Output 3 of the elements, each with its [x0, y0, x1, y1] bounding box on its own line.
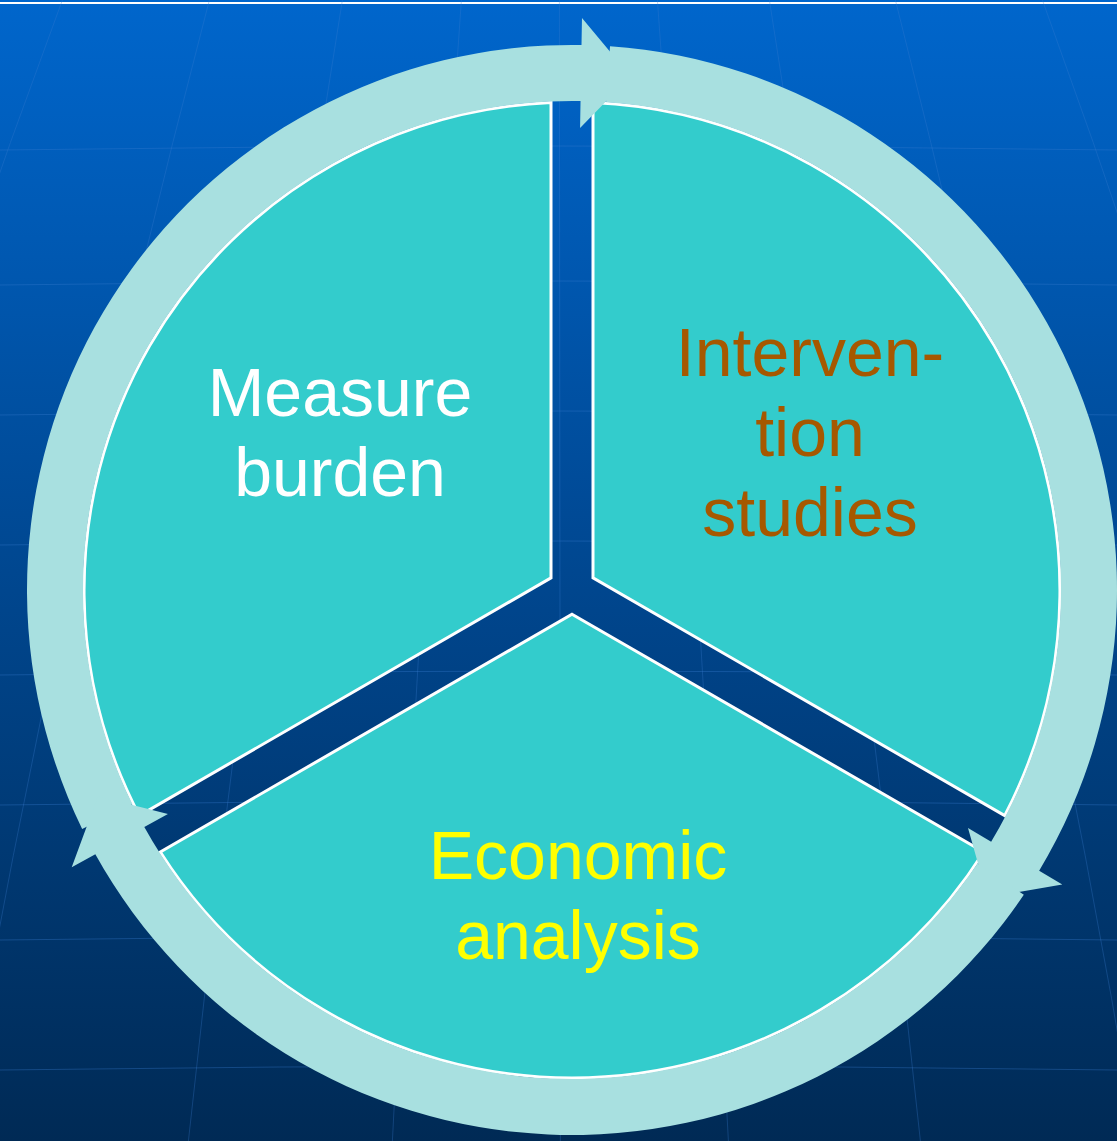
sector-label: Measure burden [206, 353, 474, 512]
sector-label: Economic analysis [427, 816, 729, 975]
sector-label: Interven- tion studies [674, 313, 946, 552]
